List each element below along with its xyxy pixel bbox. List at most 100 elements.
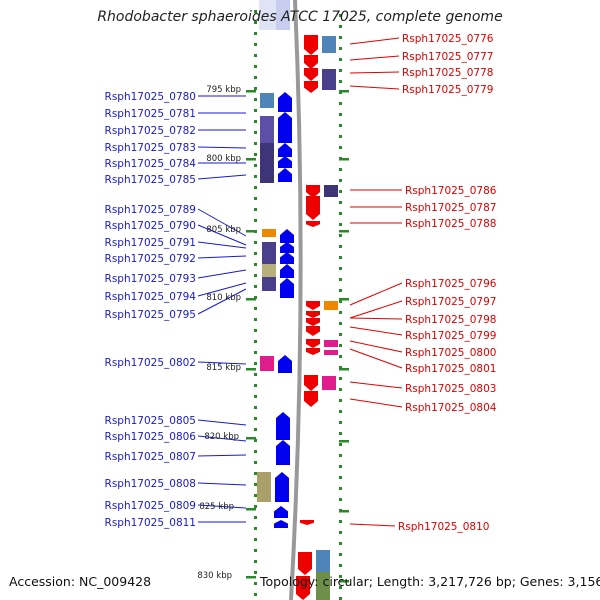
right-gene-label: Rsph17025_0787 — [405, 202, 496, 214]
scale-tick — [339, 410, 342, 413]
scale-tick — [339, 190, 342, 193]
scale-tick — [254, 318, 257, 321]
scale-tick — [339, 366, 342, 369]
forward-gene-arrow — [274, 506, 288, 518]
scale-tick — [339, 113, 342, 116]
scale-label: 800 kbp — [206, 154, 241, 164]
scale-tick — [339, 454, 342, 457]
right-gene-label: Rsph17025_0778 — [402, 67, 493, 79]
scale-tick — [254, 296, 257, 299]
scale-tick — [339, 47, 342, 50]
reverse-gene-arrow — [306, 318, 320, 326]
scale-tick — [254, 384, 257, 387]
reverse-gene-arrow — [296, 576, 310, 600]
scale-tick — [339, 498, 342, 501]
scale-tick — [254, 428, 257, 431]
left-gene-label: Rsph17025_0782 — [105, 125, 196, 137]
right-gene-label: Rsph17025_0803 — [405, 383, 496, 395]
left-leader-line — [197, 224, 247, 246]
cog-block — [260, 93, 274, 108]
scale-tick — [254, 538, 257, 541]
reverse-gene-arrow — [298, 552, 312, 575]
scale-tick — [254, 142, 257, 145]
left-gene-label: Rsph17025_0802 — [105, 357, 196, 369]
forward-gene-arrow — [280, 229, 294, 243]
left-gene-label: Rsph17025_0780 — [105, 91, 196, 103]
forward-gene-arrow — [275, 472, 289, 502]
scale-tick — [254, 461, 257, 464]
scale-tick — [339, 289, 342, 292]
scale-tick — [254, 76, 257, 79]
left-gene-label: Rsph17025_0789 — [105, 204, 196, 216]
right-leader-line — [349, 85, 400, 90]
reverse-gene-arrow — [306, 185, 320, 198]
forward-gene-arrow — [276, 440, 290, 465]
scale-tick — [254, 131, 257, 134]
scale-tick — [339, 58, 342, 61]
scale-label: 815 kbp — [206, 363, 241, 373]
cog-block — [260, 143, 274, 183]
scale-tick — [339, 344, 342, 347]
cog-block — [324, 350, 338, 355]
major-tick — [339, 440, 349, 443]
scale-tick — [254, 450, 257, 453]
reverse-gene-arrow — [304, 81, 318, 93]
scale-tick — [254, 483, 257, 486]
right-gene-label: Rsph17025_0797 — [405, 296, 496, 308]
reverse-gene-arrow — [304, 391, 318, 407]
scale-tick — [254, 505, 257, 508]
right-gene-label: Rsph17025_0777 — [402, 51, 493, 63]
scale-tick — [339, 553, 342, 556]
left-leader-line — [197, 146, 247, 149]
scale-tick — [254, 65, 257, 68]
left-leader-line — [197, 482, 247, 486]
scale-tick — [339, 14, 342, 17]
scale-tick — [339, 432, 342, 435]
major-tick — [339, 368, 349, 371]
cog-block — [260, 116, 274, 143]
forward-gene-arrow — [280, 264, 294, 278]
reverse-gene-arrow — [304, 35, 318, 55]
right-gene-label: Rsph17025_0779 — [402, 84, 493, 96]
forward-gene-arrow — [276, 0, 290, 30]
right-leader-line — [349, 317, 403, 320]
right-gene-label: Rsph17025_0800 — [405, 347, 496, 359]
right-leader-line — [349, 348, 403, 369]
right-gene-label: Rsph17025_0788 — [405, 218, 496, 230]
reverse-gene-arrow — [306, 301, 320, 310]
scale-tick — [339, 267, 342, 270]
scale-tick — [339, 597, 342, 600]
scale-tick — [254, 219, 257, 222]
right-gene-label: Rsph17025_0810 — [398, 521, 489, 533]
scale-tick — [254, 32, 257, 35]
forward-gene-arrow — [280, 252, 294, 264]
scale-tick — [254, 10, 257, 13]
scale-tick — [339, 311, 342, 314]
scale-tick — [339, 124, 342, 127]
scale-tick — [254, 252, 257, 255]
left-leader-line — [197, 269, 247, 279]
scale-tick — [339, 487, 342, 490]
scale-tick — [339, 476, 342, 479]
right-leader-line — [349, 71, 400, 74]
scale-tick — [339, 245, 342, 248]
scale-tick — [339, 278, 342, 281]
forward-gene-arrow — [278, 143, 292, 157]
left-gene-label: Rsph17025_0791 — [105, 237, 196, 249]
scale-tick — [254, 186, 257, 189]
scale-label: 805 kbp — [206, 225, 241, 235]
left-leader-line — [197, 504, 247, 509]
reverse-gene-arrow — [306, 311, 320, 318]
major-tick — [246, 368, 256, 371]
scale-tick — [339, 168, 342, 171]
cog-block — [322, 36, 336, 53]
scale-tick — [339, 256, 342, 259]
left-gene-label: Rsph17025_0806 — [105, 431, 197, 443]
forward-gene-arrow — [278, 112, 292, 143]
cog-blocks — [257, 0, 338, 600]
right-gene-label: Rsph17025_0799 — [405, 330, 496, 342]
cog-block — [316, 550, 330, 572]
scale-tick — [339, 300, 342, 303]
left-gene-label: Rsph17025_0785 — [105, 174, 196, 186]
scale-tick — [254, 516, 257, 519]
